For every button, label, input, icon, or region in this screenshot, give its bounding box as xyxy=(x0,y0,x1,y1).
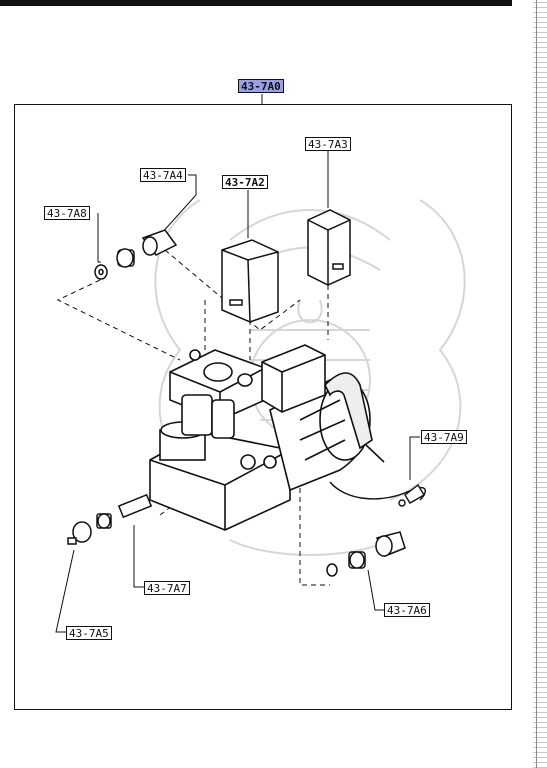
part-label-7a3: 43-7A3 xyxy=(305,137,351,151)
part-label-7a6: 43-7A6 xyxy=(384,603,430,617)
part-label-7a7: 43-7A7 xyxy=(144,581,190,595)
right-fitting-parts xyxy=(326,531,406,577)
part-label-7a5: 43-7A5 xyxy=(66,626,112,640)
ground-wire-part xyxy=(329,481,426,507)
left-fitting-parts xyxy=(67,493,153,545)
part-label-7a4: 43-7A4 xyxy=(140,168,186,182)
header-rule xyxy=(0,0,512,6)
small-bushing-part xyxy=(94,229,178,280)
relay-cover-part xyxy=(221,239,279,323)
leader-lines xyxy=(55,94,420,633)
diagram-frame xyxy=(14,104,512,710)
part-label-7a2: 43-7A2 xyxy=(222,175,268,189)
page-edge xyxy=(533,0,547,768)
part-label-7a9: 43-7A9 xyxy=(421,430,467,444)
part-label-7a8: 43-7A8 xyxy=(44,206,90,220)
assembly-label: 43-7A0 xyxy=(238,79,284,93)
relay-box-part xyxy=(307,209,351,286)
hydraulic-unit-body xyxy=(149,344,385,531)
